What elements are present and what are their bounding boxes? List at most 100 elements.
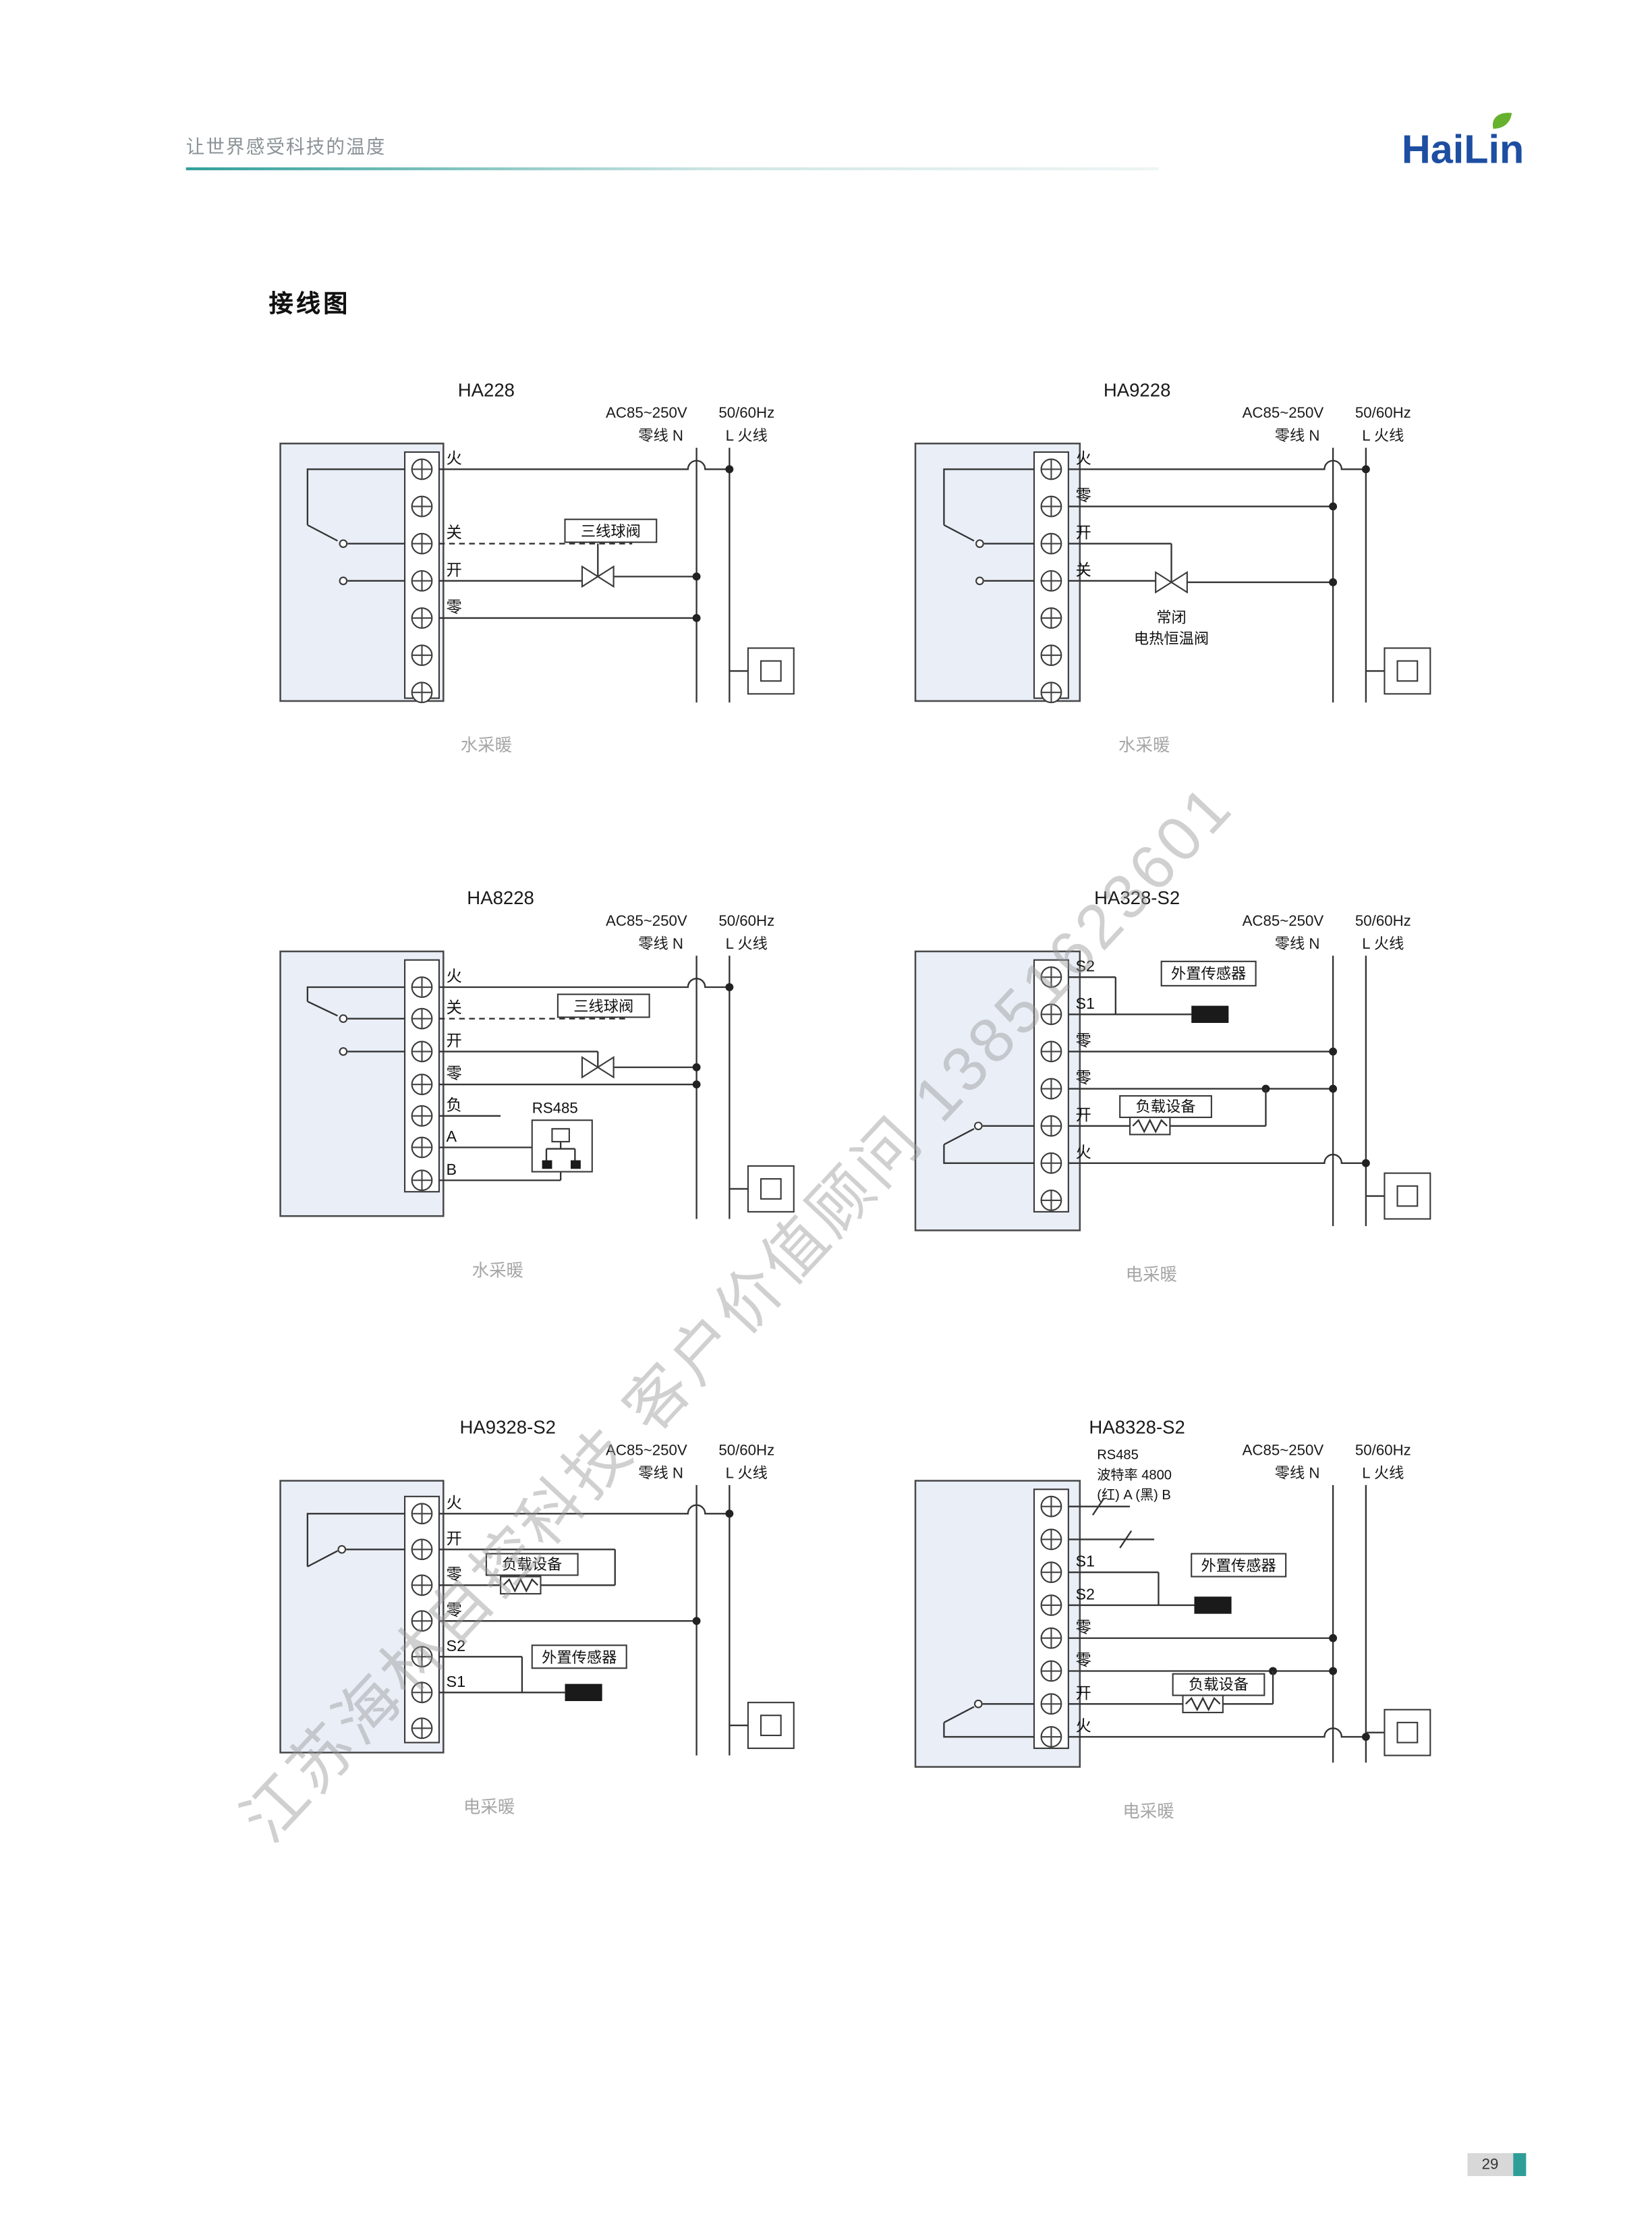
wires	[438, 978, 734, 1181]
diagram-caption: 电采暖	[1126, 1266, 1177, 1285]
valve-icon	[581, 565, 615, 588]
wires	[1068, 1497, 1370, 1741]
terminal-label: 零	[1075, 1069, 1091, 1086]
terminal-label: 火	[1075, 1717, 1091, 1735]
sensor-label-box	[1191, 1553, 1287, 1578]
terminal-label: 关	[447, 524, 462, 541]
hailin-logo: HaiLin	[1399, 111, 1556, 177]
terminal-label: 关	[1075, 561, 1091, 578]
thermostat-body	[279, 1480, 445, 1754]
sensor-icon	[565, 1684, 602, 1702]
load-label: 负载设备	[1136, 1098, 1196, 1115]
frequency-label: 50/60Hz	[1355, 404, 1411, 421]
diagram-ha228: HA228 AC85~250V 50/60Hz 零线 N L 火线	[272, 365, 816, 802]
neutral-label: 零线 N	[1275, 1464, 1320, 1481]
terminal-label: S1	[1075, 995, 1095, 1012]
terminal-label: 开	[447, 1032, 462, 1049]
wires	[438, 1504, 734, 1694]
valve-icon	[1155, 571, 1188, 594]
section-title: 接线图	[268, 290, 351, 318]
page-number: 29	[1467, 2153, 1513, 2176]
load-label-box	[485, 1553, 579, 1576]
load-label: 负载设备	[1189, 1676, 1249, 1693]
thermostat-body	[914, 1480, 1081, 1768]
resistor-icon	[500, 1576, 542, 1595]
terminal-label: 零	[1075, 1032, 1091, 1049]
neutral-label: 零线 N	[638, 935, 683, 952]
diagram-ha328-s2: HA328-S2 AC85~250V 50/60Hz 零线 N L 火线	[908, 872, 1452, 1316]
neutral-label: 零线 N	[638, 427, 683, 444]
thermostat-body	[279, 950, 445, 1217]
terminal-label: 火	[447, 1494, 462, 1511]
terminal-label: 零	[447, 1065, 462, 1082]
diagram-caption: 水采暖	[1118, 736, 1170, 755]
diagram-ha8328-s2: HA8328-S2 RS485 波特率 4800 (红) A (黑) B AC8…	[908, 1402, 1452, 1860]
power-lines	[1332, 1484, 1367, 1763]
power-lines	[695, 955, 731, 1219]
rs485-label: RS485	[532, 1100, 578, 1117]
terminal-label: S2	[447, 1637, 466, 1654]
terminal-labels: 火 关 开 零 负 A B	[447, 968, 462, 1178]
page-number-block: 29	[1467, 2153, 1526, 2176]
resistor-icon	[1129, 1116, 1171, 1136]
terminal-labels: S1 S2 零 零 开 火	[1075, 1553, 1095, 1735]
live-label: L 火线	[1362, 1464, 1404, 1481]
terminal-label: 开	[447, 561, 462, 578]
terminal-label: S1	[447, 1673, 466, 1690]
sensor-label: 外置传感器	[1201, 1557, 1276, 1574]
resistor-icon	[1182, 1694, 1224, 1714]
diagram-caption: 水采暖	[461, 736, 512, 755]
valve-label-line1: 常闭	[1156, 609, 1186, 625]
terminal-label: 开	[1075, 1684, 1091, 1702]
wires	[1068, 976, 1370, 1167]
live-label: L 火线	[1362, 935, 1404, 952]
valve-label-box	[564, 518, 658, 543]
terminal-label: 零	[447, 598, 462, 615]
wiring-ha228: HA228 AC85~250V 50/60Hz 零线 N L 火线	[279, 379, 795, 755]
sensor-icon	[1191, 1005, 1229, 1024]
header-divider	[186, 167, 1159, 171]
diagram-title: HA8228	[467, 887, 534, 908]
terminal-label: 火	[447, 449, 462, 467]
live-label: L 火线	[1362, 427, 1404, 444]
terminal-label: 零	[1075, 1651, 1091, 1669]
leaf-icon	[1492, 113, 1512, 129]
live-label: L 火线	[726, 427, 768, 444]
frequency-label: 50/60Hz	[1355, 1441, 1411, 1458]
voltage-label: AC85~250V	[1243, 404, 1324, 421]
diagram-ha9328-s2: HA9328-S2 AC85~250V 50/60Hz 零线 N L 火线	[272, 1402, 816, 1853]
terminal-label: 零	[447, 1565, 462, 1583]
rs485-connector-icon	[531, 1119, 593, 1173]
power-lines	[1332, 447, 1367, 703]
terminal-label: 火	[447, 968, 462, 985]
frequency-label: 50/60Hz	[718, 404, 774, 421]
terminal-label: B	[447, 1161, 457, 1178]
thermostat-body	[914, 950, 1081, 1231]
wiring-ha8328-s2: HA8328-S2 RS485 波特率 4800 (红) A (黑) B AC8…	[914, 1417, 1431, 1821]
switch-icon	[306, 986, 405, 1056]
sensor-label: 外置传感器	[542, 1649, 617, 1666]
junction-box	[729, 647, 795, 695]
terminal-label: 零	[1075, 486, 1091, 504]
neutral-label: 零线 N	[638, 1464, 683, 1481]
terminal-labels: S2 S1 零 零 开 火	[1075, 957, 1095, 1161]
terminal-label: S2	[1075, 957, 1095, 975]
valve-label-box	[557, 993, 650, 1018]
diagram-title: HA9328-S2	[459, 1417, 555, 1438]
thermostat-body	[914, 443, 1081, 704]
terminal-label: 负	[447, 1096, 462, 1113]
valve-label: 三线球阀	[573, 998, 633, 1015]
terminal-labels: 火 零 开 关	[1075, 449, 1091, 578]
wiring-ha328-s2: HA328-S2 AC85~250V 50/60Hz 零线 N L 火线	[914, 887, 1431, 1285]
rs485-wires-label: (红) A (黑) B	[1097, 1487, 1171, 1503]
load-label-box	[1172, 1673, 1265, 1696]
load-label: 负载设备	[502, 1556, 562, 1573]
power-lines	[695, 1484, 731, 1756]
terminal-label: 开	[1075, 1106, 1091, 1123]
neutral-label: 零线 N	[1275, 935, 1320, 952]
wiring-ha9328-s2: HA9328-S2 AC85~250V 50/60Hz 零线 N L 火线	[279, 1417, 795, 1816]
terminal-label: 零	[447, 1601, 462, 1619]
rs485-label: RS485	[1097, 1448, 1139, 1463]
wires	[1068, 460, 1370, 586]
